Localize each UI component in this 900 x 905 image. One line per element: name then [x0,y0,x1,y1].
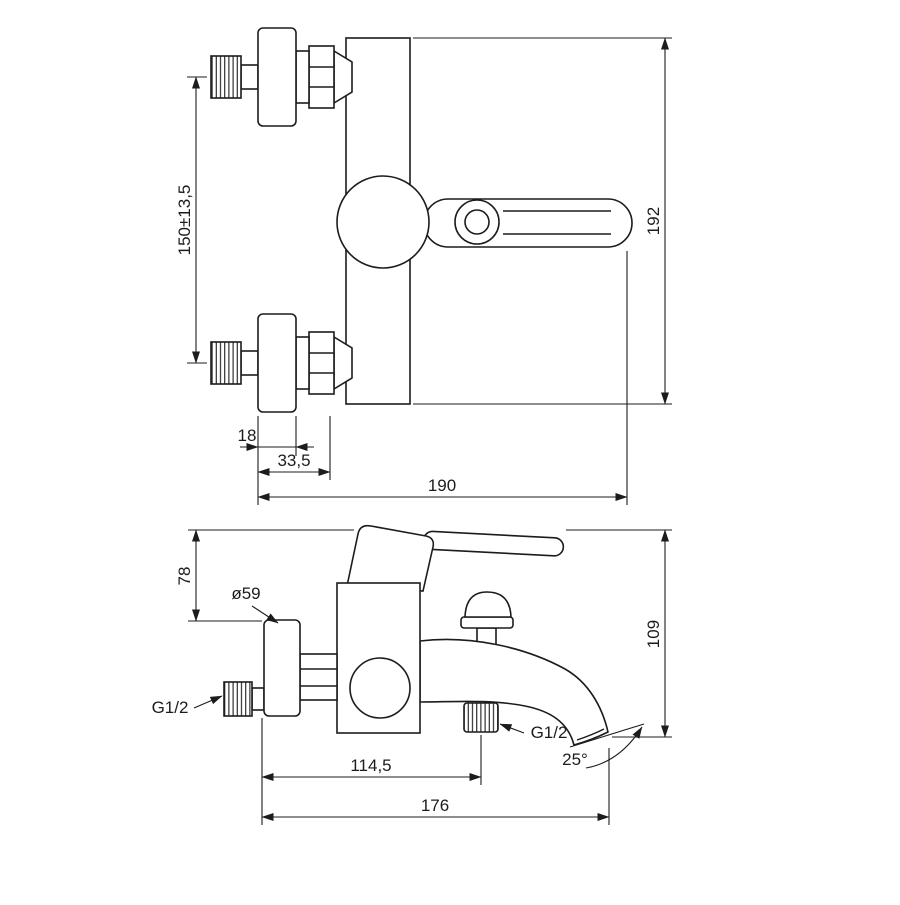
lever-cap-side [346,524,435,592]
nut-outline [299,653,338,701]
leader-line [193,695,223,709]
body-boss-side [349,657,411,719]
dim-label-pitch: 150±13,5 [175,185,194,256]
side-view: 78 ø59 G1/2 109 G1/2 114,5 [152,524,672,825]
dim-label-width: 190 [428,476,456,495]
dim-width-190: 190 [257,251,628,505]
inlet-neck-side [251,687,265,711]
escutcheon-plate-side [263,619,301,717]
dim-label-height: 192 [644,207,663,235]
leader-line [499,723,525,734]
dim-upper-height-78: 78 [175,529,354,622]
dim-plate-diameter: ø59 [231,584,279,624]
lever-handle-side [346,524,565,592]
lever-handle-front [423,198,633,248]
spout-mouth-rim [576,728,605,741]
diverter-rim [460,616,514,629]
leader-line [251,605,279,624]
spout [419,638,609,746]
dim-label-hose-thread: G1/2 [531,723,568,742]
dim-label-hose-offset: 114,5 [350,756,391,775]
inlet-thread-side [223,681,253,717]
wall-connection-top [210,27,353,127]
dim-label-depth: 176 [421,796,449,815]
dim-label-inlet-thread: G1/2 [152,698,189,717]
dim-height-109: 109 [566,529,672,738]
dim-inlet-thread: G1/2 [152,695,223,717]
dim-offset-33-5: 33,5 [257,416,331,480]
dim-depth-176: 176 [261,748,610,825]
angle-arc [585,726,643,769]
dim-plate-depth-18: 18 [238,416,314,505]
hose-connector-knurl [463,702,499,733]
spout-outline [419,638,609,746]
front-view: 150±13,5 192 18 33,5 190 [175,27,672,505]
dim-pitch-150: 150±13,5 [175,76,207,364]
dim-label-offset: 33,5 [277,451,310,470]
cartridge-cover-front [336,175,430,269]
dim-height-192: 192 [413,37,672,405]
dim-label-height-side: 109 [644,620,663,648]
dim-label-plate-diameter: ø59 [231,584,260,603]
dim-label-plate-depth: 18 [238,426,257,445]
hex-nut-side [299,653,338,701]
dim-label-spout-angle: 25° [562,750,588,769]
diverter-knob [460,591,514,647]
wall-connection-bottom [210,313,353,413]
dim-hose-offset-114-5: 114,5 [261,718,482,825]
dim-hose-thread: G1/2 [499,723,568,742]
dim-label-upper-height: 78 [175,567,194,586]
lever-grip-side [422,530,565,557]
lever-screw [464,209,490,235]
diverter-dome [464,591,512,618]
angle-reference-line [569,723,645,748]
dim-spout-angle-25: 25° [562,723,645,769]
